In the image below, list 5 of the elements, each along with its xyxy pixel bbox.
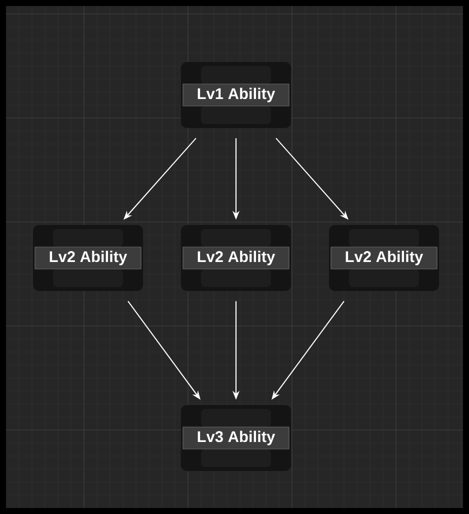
ability-node: Lv2 Ability [33,225,143,291]
ability-node: Lv2 Ability [329,225,439,291]
ability-node: Lv2 Ability [181,225,291,291]
ability-node: Lv1 Ability [181,62,291,128]
ability-node: Lv3 Ability [181,405,291,471]
